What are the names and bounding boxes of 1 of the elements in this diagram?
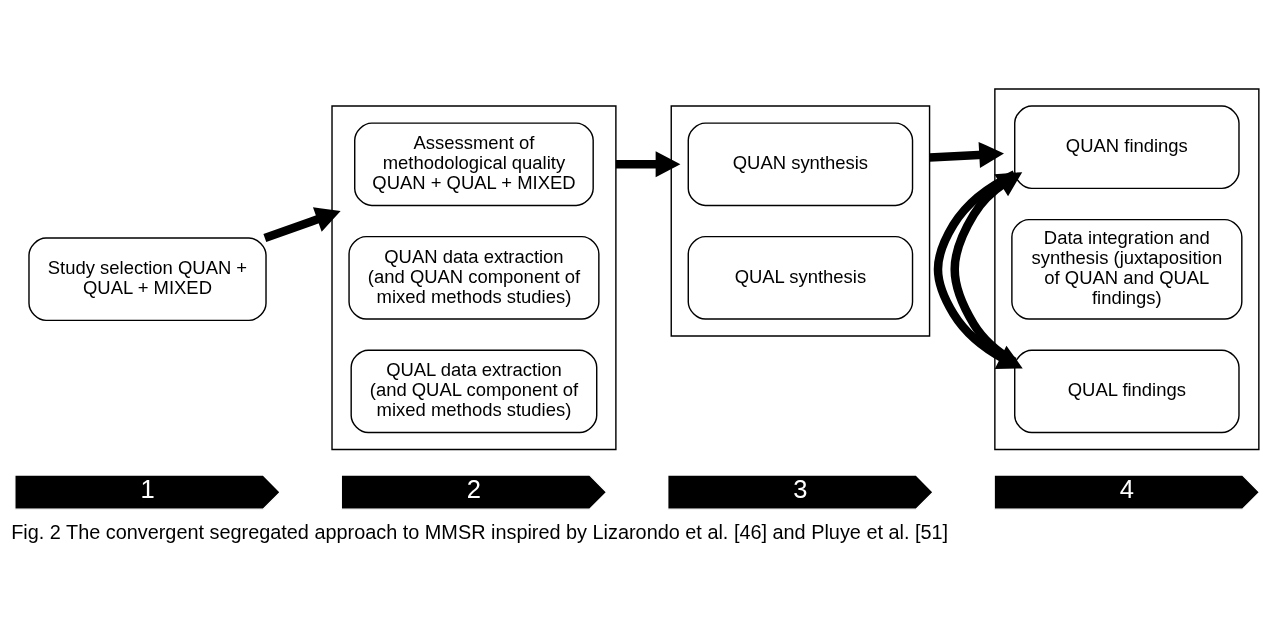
caption: Fig. 2 The convergent segregated approach to MMSR inspired by Lizarondo et al. [46] and Pluye et al. [51] (11, 521, 949, 544)
